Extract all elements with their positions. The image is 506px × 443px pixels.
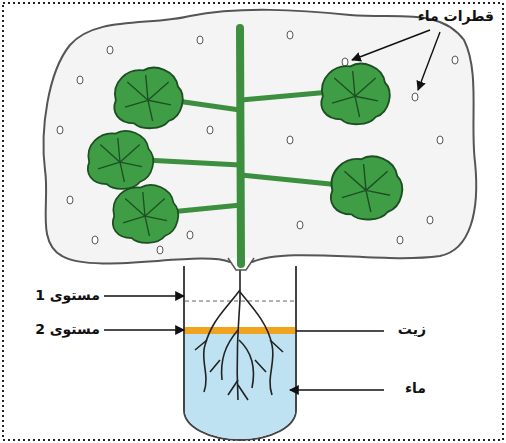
leaves [88,64,402,243]
water [185,334,295,439]
oil-layer [185,327,295,334]
plastic-bag [44,10,477,264]
leader-lines [104,30,440,390]
oil-label: زيت [398,321,426,338]
level-label: مستوى 2 [35,321,100,338]
frame [3,3,503,440]
level-label: مستوى 1 [35,287,100,304]
roots [195,262,283,400]
water-label: ماء [405,380,426,397]
water-droplets [57,31,458,254]
test-tube [184,266,296,440]
droplets-label: قطرات ماء [418,8,494,25]
